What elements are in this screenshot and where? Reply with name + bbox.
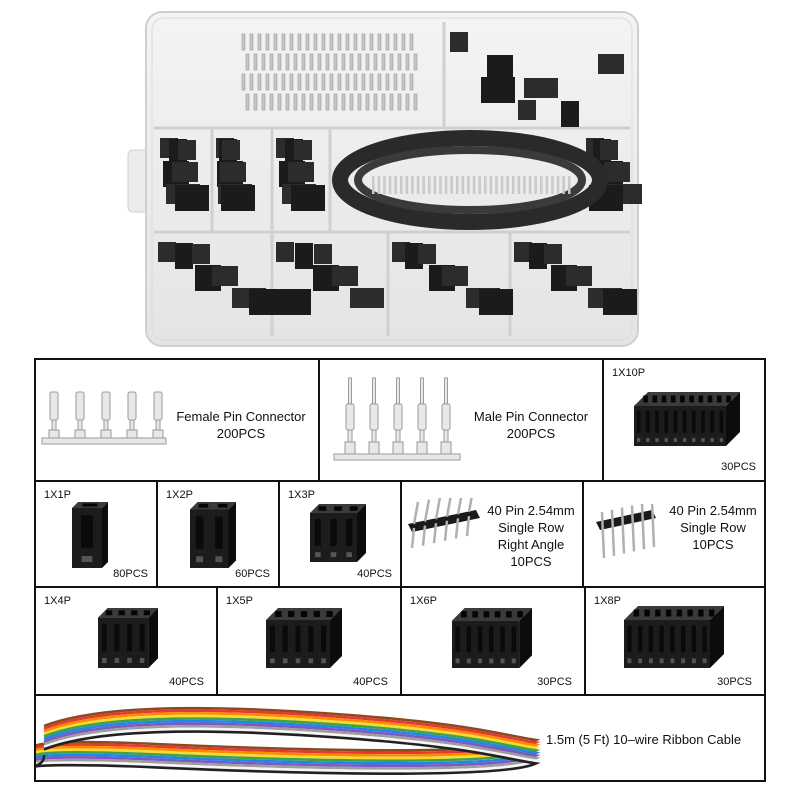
female-pin-qty: 200PCS xyxy=(216,426,266,441)
cell-1x10: 1X10P 30PCS xyxy=(602,358,766,482)
1x6-label: 1X6P xyxy=(410,595,437,607)
1x10-label: 1X10P xyxy=(612,367,646,379)
male-pin-image xyxy=(333,377,461,461)
1x2-housing-image xyxy=(190,502,236,568)
male-pin-label: Male Pin Connector xyxy=(473,409,589,424)
female-pin-image xyxy=(41,391,167,445)
cell-female-pin: Female Pin Connector 200PCS xyxy=(34,358,320,482)
1x5-housing-image xyxy=(266,608,342,668)
straight-line1: 40 Pin 2.54mm xyxy=(669,503,757,518)
right-angle-header-image xyxy=(408,498,480,549)
cell-1x2: 1X2P 60PCS xyxy=(156,480,280,588)
pins-pile xyxy=(241,33,418,111)
male-pin-qty: 200PCS xyxy=(506,426,556,441)
straight-qty: 10PCS xyxy=(692,537,734,552)
cell-right-angle-header: 40 Pin 2.54mm Single Row Right Angle 10P… xyxy=(400,480,584,588)
1x2-qty: 60PCS xyxy=(235,568,270,580)
1x1-qty: 80PCS xyxy=(113,568,148,580)
1x4-label: 1X4P xyxy=(44,595,71,607)
straight-header-image xyxy=(596,504,656,559)
storage-box-photo xyxy=(127,11,642,347)
cell-1x4: 1X4P 40PCS xyxy=(34,586,218,696)
cell-ribbon-cable: 1.5m (5 Ft) 10–wire Ribbon Cable xyxy=(34,694,766,782)
ribbon-cable-label: 1.5m (5 Ft) 10–wire Ribbon Cable xyxy=(546,732,742,747)
1x4-qty: 40PCS xyxy=(169,676,204,688)
cell-1x8: 1X8P 30PCS xyxy=(584,586,766,696)
1x3-label: 1X3P xyxy=(288,489,315,501)
right-angle-line2: Single Row xyxy=(498,520,564,535)
1x6-qty: 30PCS xyxy=(537,676,572,688)
right-angle-line3: Right Angle xyxy=(497,537,565,552)
1x1-label: 1X1P xyxy=(44,489,71,501)
cell-male-pin: Male Pin Connector 200PCS xyxy=(318,358,604,482)
cell-straight-header: 40 Pin 2.54mm Single Row 10PCS xyxy=(582,480,766,588)
1x8-qty: 30PCS xyxy=(717,676,752,688)
1x3-housing-image xyxy=(310,504,366,562)
1x8-label: 1X8P xyxy=(594,595,621,607)
1x3-qty: 40PCS xyxy=(357,568,392,580)
straight-line2: Single Row xyxy=(680,520,746,535)
1x5-qty: 40PCS xyxy=(353,676,388,688)
1x6-housing-image xyxy=(452,608,532,668)
1x2-label: 1X2P xyxy=(166,489,193,501)
cell-1x5: 1X5P 40PCS xyxy=(216,586,402,696)
right-angle-line1: 40 Pin 2.54mm xyxy=(487,503,575,518)
1x8-housing-image xyxy=(624,606,724,668)
1x1-housing-image xyxy=(72,502,108,568)
ribbon-cable-image xyxy=(36,706,541,775)
cell-1x3: 1X3P 40PCS xyxy=(278,480,402,588)
1x4-housing-image xyxy=(98,608,158,668)
1x10-housing-image xyxy=(634,392,740,446)
right-angle-qty: 10PCS xyxy=(510,554,552,569)
1x10-qty: 30PCS xyxy=(721,461,756,473)
cell-1x6: 1X6P 30PCS xyxy=(400,586,586,696)
1x5-label: 1X5P xyxy=(226,595,253,607)
female-pin-label: Female Pin Connector xyxy=(176,409,306,424)
coiled-cable xyxy=(332,130,608,230)
cell-1x1: 1X1P 80PCS xyxy=(34,480,158,588)
